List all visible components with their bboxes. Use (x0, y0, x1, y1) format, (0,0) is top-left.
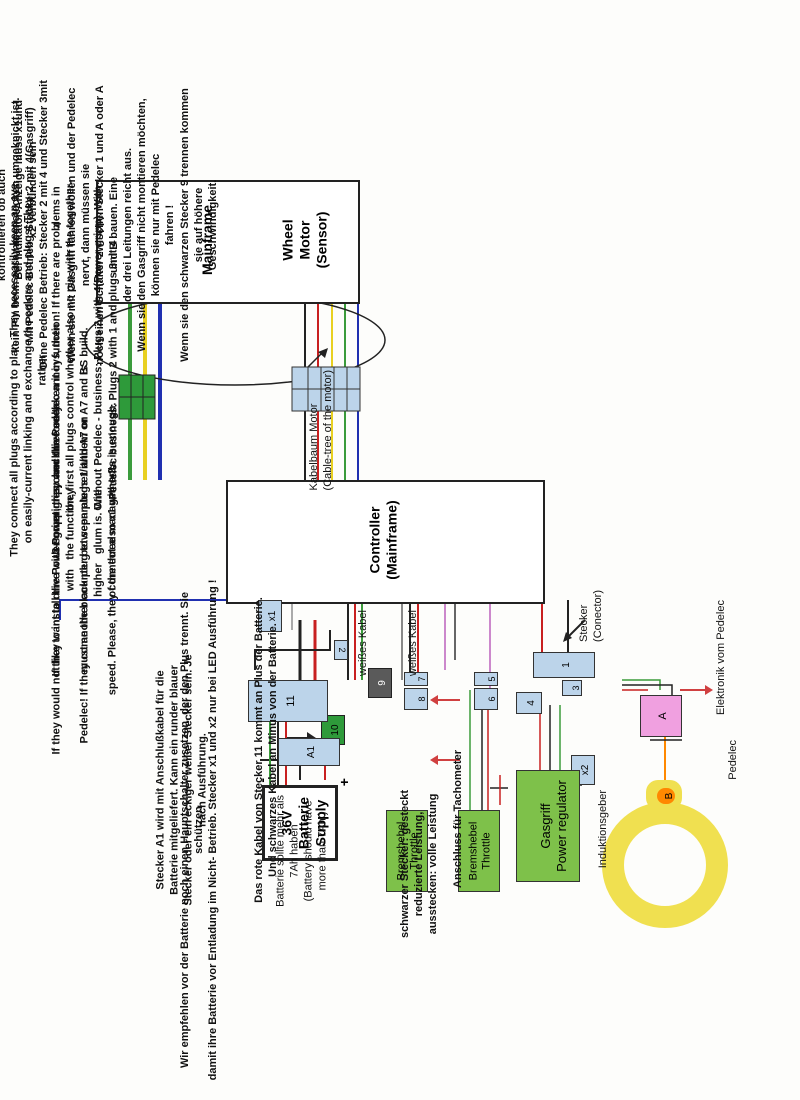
motor-phase-connector (118, 374, 156, 420)
plug-9: 9 (368, 668, 392, 698)
text-batterie: Das rote Kabel von Stecker 11 kommt an P… (252, 597, 279, 903)
gasgriff-box: Gasgriff Power regulator (516, 770, 580, 882)
label-batt-min: Batterie sollte mehr als 7Ah haben (Batt… (274, 795, 329, 907)
label-tacho: Anschluss für Tachometer (451, 750, 464, 888)
motor-sensor-connector (291, 366, 361, 412)
label-stecker: Stecker (Conector) (577, 590, 604, 642)
plug-1: 1 (533, 652, 595, 678)
plug-6: 6 (474, 688, 498, 710)
plug-A1: A1 (278, 738, 340, 766)
text-a1: Stecker A1 wird mit Anschlußkabel für di… (154, 654, 209, 906)
plug-8: 8 (404, 688, 428, 710)
label-pedelec: Pedelec (726, 740, 739, 780)
text-en-3: If they would not like to install the Po… (50, 405, 119, 755)
battery-plus: + (336, 778, 352, 787)
plug-A: A (640, 695, 682, 737)
plug-4: 4 (516, 692, 542, 714)
wheel-motor-label: Wheel Motor (Sensor) (279, 211, 330, 269)
label-induktion: Induktionsgeber (596, 790, 609, 869)
label-kabelbaum: Kabelbaum Motor (Cable-tree of the motor… (307, 370, 334, 491)
controller-label: Controller (Mainframe) (366, 500, 400, 580)
plug-B: B (657, 788, 675, 804)
label-weisses-1: weißes Kabel (406, 610, 419, 677)
label-weisses-2: weißes Kabel (356, 610, 369, 677)
label-elektronik: Elektronik vom Pedelec (714, 600, 727, 715)
label-schwarz: schwarzer Stecker: gesteckt reduzierte L… (398, 790, 439, 938)
plug-2: 2 (334, 640, 348, 660)
plug-5: 5 (474, 672, 498, 686)
plug-3: 3 (562, 680, 582, 696)
